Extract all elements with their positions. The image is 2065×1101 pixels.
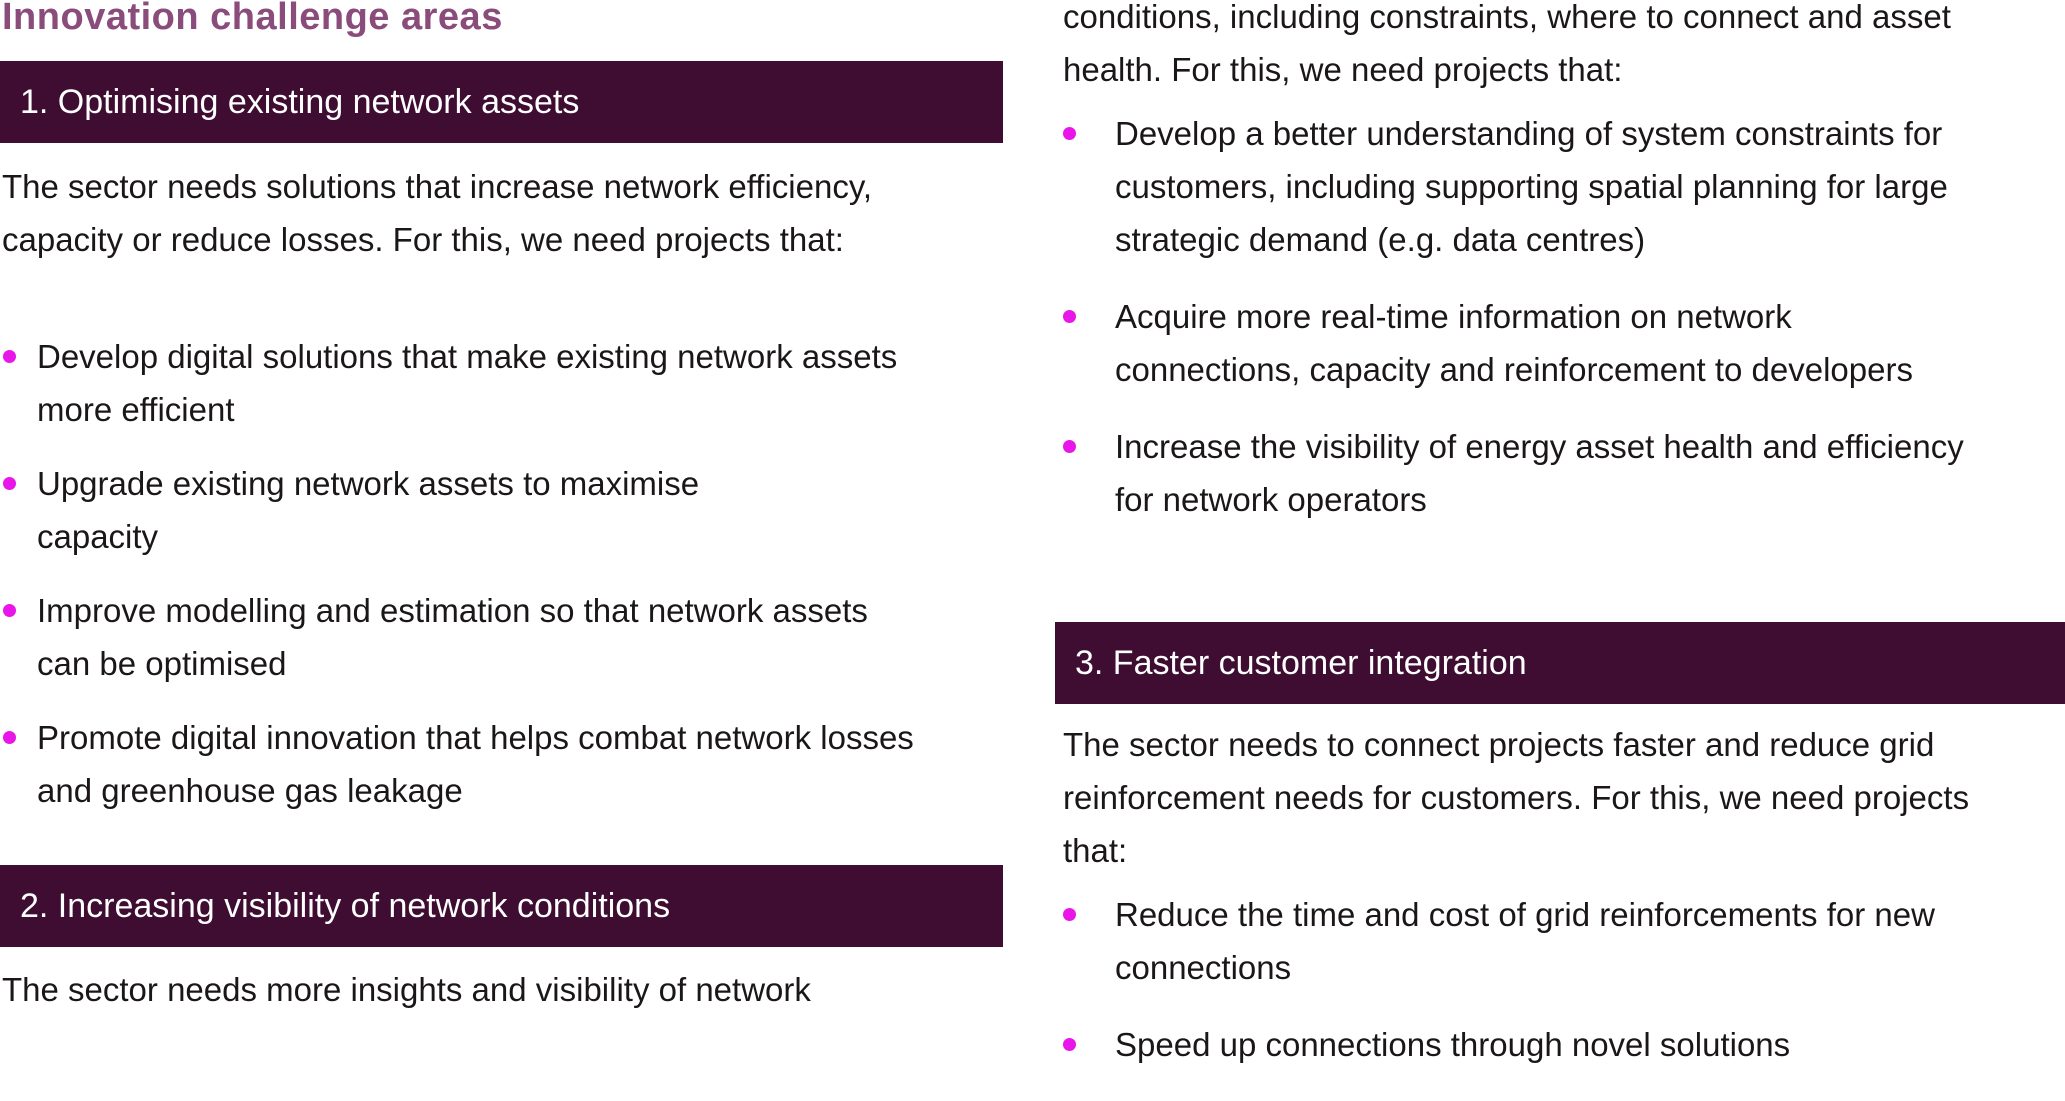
banner-section-2-label: 2. Increasing visibility of network cond… [20, 887, 671, 925]
section2-intro-continued: conditions, including constraints, where… [1063, 0, 1951, 88]
list-item: Develop digital solutions that make exis… [0, 330, 1003, 436]
bullet-dot-icon [1063, 440, 1076, 453]
bullet-dot-icon [3, 604, 16, 617]
list-item-text: Promote digital innovation that helps co… [37, 719, 914, 809]
section3-bullet-list: Reduce the time and cost of grid reinfor… [1063, 888, 2063, 1071]
list-item-text: Speed up connections through novel solut… [1115, 1026, 1791, 1063]
bullet-dot-icon [3, 350, 16, 363]
banner-section-1: 1. Optimising existing network assets [0, 61, 1003, 143]
section1-bullet-list: Develop digital solutions that make exis… [0, 330, 1003, 817]
right-column: conditions, including constraints, where… [1055, 0, 2065, 1101]
left-column: Innovation challenge areas 1. Optimising… [0, 0, 1003, 1101]
list-item: Upgrade existing network assets to maxim… [0, 457, 1003, 563]
section2-intro: The sector needs more insights and visib… [2, 971, 811, 1008]
bullet-dot-icon [1063, 908, 1076, 921]
bullet-dot-icon [3, 477, 16, 490]
list-item-text: Increase the visibility of energy asset … [1115, 428, 1964, 518]
list-item: Reduce the time and cost of grid reinfor… [1063, 888, 2063, 994]
banner-section-2: 2. Increasing visibility of network cond… [0, 865, 1003, 947]
list-item: Promote digital innovation that helps co… [0, 711, 1003, 817]
section2-bullet-list: Develop a better understanding of system… [1063, 107, 2063, 526]
list-item: Improve modelling and estimation so that… [0, 584, 1003, 690]
list-item: Increase the visibility of energy asset … [1063, 420, 2063, 526]
list-item-text: Upgrade existing network assets to maxim… [37, 465, 700, 555]
list-item: Speed up connections through novel solut… [1063, 1018, 2063, 1071]
list-item-text: Develop digital solutions that make exis… [37, 338, 898, 428]
list-item-text: Acquire more real-time information on ne… [1115, 298, 1913, 388]
list-item-text: Improve modelling and estimation so that… [37, 592, 868, 682]
banner-section-1-label: 1. Optimising existing network assets [20, 83, 580, 121]
section1-intro: The sector needs solutions that increase… [2, 168, 873, 258]
banner-section-3-label: 3. Faster customer integration [1075, 644, 1527, 682]
bullet-dot-icon [1063, 310, 1076, 323]
list-item-text: Reduce the time and cost of grid reinfor… [1115, 896, 1935, 986]
list-item: Acquire more real-time information on ne… [1063, 290, 2063, 396]
bullet-dot-icon [3, 731, 16, 744]
list-item: Develop a better understanding of system… [1063, 107, 2063, 266]
bullet-dot-icon [1063, 127, 1076, 140]
bullet-dot-icon [1063, 1038, 1076, 1051]
page-title: Innovation challenge areas [2, 0, 503, 38]
list-item-text: Develop a better understanding of system… [1115, 115, 1948, 258]
banner-section-3: 3. Faster customer integration [1055, 622, 2065, 704]
section3-intro: The sector needs to connect projects fas… [1063, 726, 1970, 869]
